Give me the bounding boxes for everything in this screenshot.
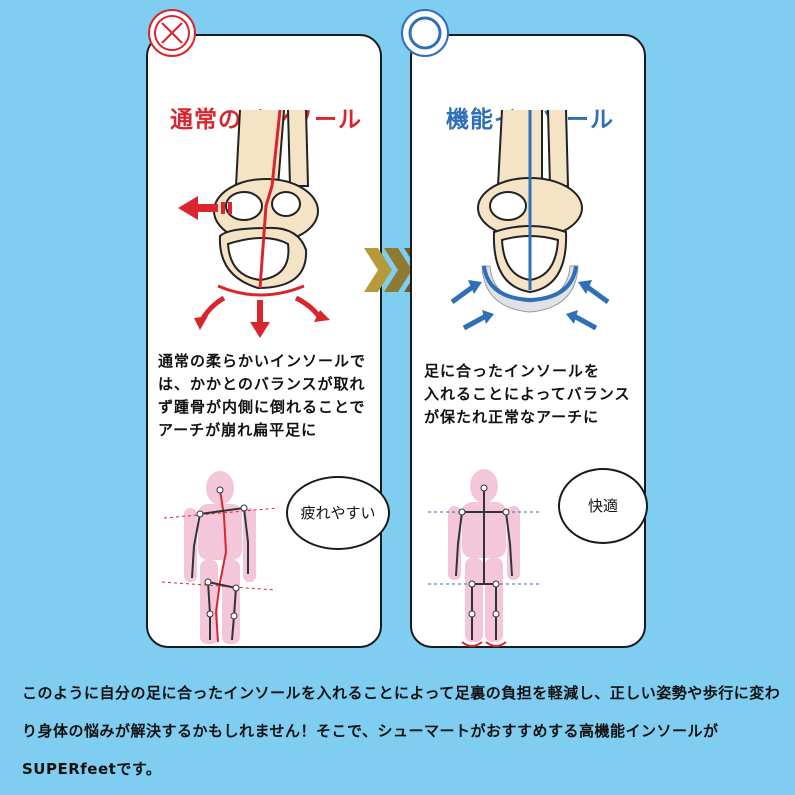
footer-description: このように自分の足に合ったインソールを入れることによって足裏の負担を軽減し、正し…	[22, 684, 781, 778]
normal-insole-panel: 通常のインソール 通常の柔らかいインソールで は、かかとのバランスが取れ ず踵骨…	[146, 34, 390, 648]
cross-mark-icon	[148, 9, 196, 57]
heel-aligned-illustration	[450, 109, 610, 331]
comfortable-bubble-text: 快適	[587, 497, 618, 515]
functional-insole-panel: 機能インソール 足に合ったインソールを 入れることによってバランス が保たれ正常…	[410, 34, 648, 648]
tired-speech-bubble: 疲れやすい	[286, 476, 390, 550]
tilted-body-figure	[161, 471, 279, 644]
comfortable-speech-bubble: 快適	[558, 468, 648, 544]
circle-mark-icon	[401, 9, 449, 57]
functional-insole-description: 足に合ったインソールを 入れることによってバランス が保たれ正常なアーチに	[424, 362, 631, 426]
tired-bubble-text: 疲れやすい	[300, 504, 376, 522]
heel-tilted-illustration	[178, 109, 330, 338]
balanced-body-figure	[428, 469, 542, 647]
normal-insole-description: 通常の柔らかいインソールで は、かかとのバランスが取れ ず踵骨が内側に倒れること…	[158, 352, 367, 439]
